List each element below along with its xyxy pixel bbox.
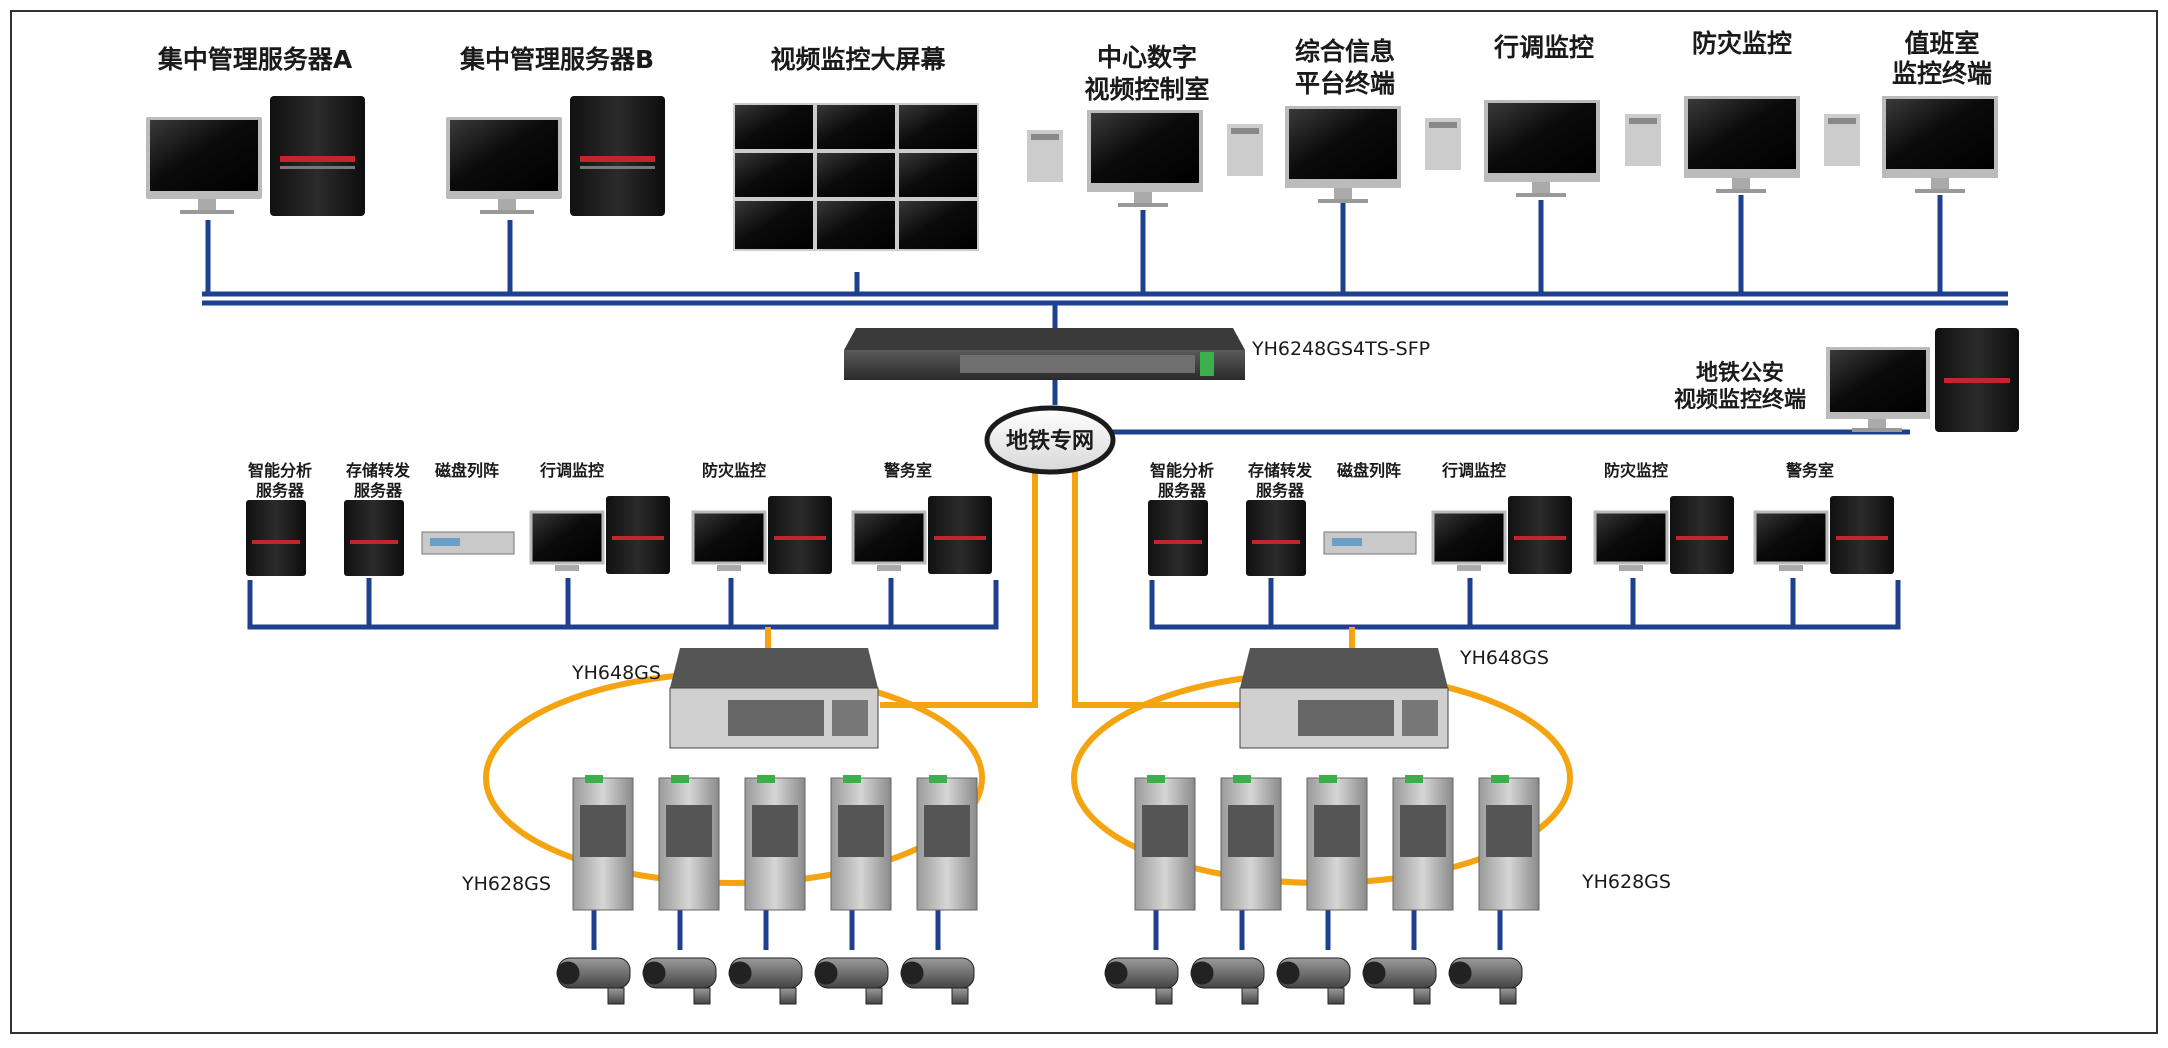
- svg-text:防灾监控: 防灾监控: [1604, 461, 1668, 480]
- station-bus-left: [247, 578, 999, 630]
- core-switch: [844, 328, 1245, 380]
- label-center-control-1: 中心数字: [1097, 43, 1197, 72]
- svg-text:智能分析: 智能分析: [248, 461, 312, 480]
- police-terminal-label: 地铁公安 视频监控终端: [1674, 360, 1806, 413]
- station-right-labels: 智能分析 服务器 存储转发 服务器 磁盘列阵 行调监控 防灾监控 警务室: [1150, 461, 1834, 500]
- access-switch-left-model: YH628GS: [461, 873, 551, 895]
- ring-switch-left: [669, 648, 879, 749]
- dispatch-monitor-terminal: [1425, 100, 1600, 197]
- label-server-a: 集中管理服务器A: [157, 45, 353, 74]
- svg-text:存储转发: 存储转发: [346, 461, 411, 480]
- svg-text:警务室: 警务室: [883, 461, 932, 480]
- trunk-bus: [202, 291, 2008, 306]
- ring-switch-left-model: YH648GS: [571, 662, 661, 684]
- svg-text:行调监控: 行调监控: [539, 461, 604, 480]
- center-control-terminal: [1027, 110, 1203, 207]
- cameras-right: [1104, 957, 1523, 1005]
- label-dispatch-monitor: 行调监控: [1493, 33, 1594, 62]
- svg-text:存储转发: 存储转发: [1248, 461, 1313, 480]
- access-switches-right: [1134, 775, 1540, 911]
- svg-text:服务器: 服务器: [354, 481, 403, 500]
- disaster-monitor-terminal: [1625, 96, 1800, 193]
- station-right-devices: [1148, 496, 1894, 576]
- ring-switch-right: [1239, 648, 1449, 749]
- label-video-wall: 视频监控大屏幕: [770, 45, 946, 74]
- svg-text:智能分析: 智能分析: [1150, 461, 1214, 480]
- top-terminal-labels: 集中管理服务器A 集中管理服务器B 视频监控大屏幕 中心数字 视频控制室 综合信…: [157, 29, 1992, 104]
- label-server-b: 集中管理服务器B: [459, 45, 654, 74]
- police-terminal: [1826, 328, 2019, 432]
- camera-drop-lines: [591, 910, 1503, 950]
- info-platform-terminal: [1227, 106, 1401, 203]
- ring-switch-right-model: YH648GS: [1459, 647, 1549, 669]
- access-switches-left: [572, 775, 978, 911]
- svg-text:服务器: 服务器: [1256, 481, 1305, 500]
- metro-network-hub: [984, 405, 1116, 475]
- label-info-platform-2: 平台终端: [1295, 69, 1395, 98]
- duty-room-terminal: [1824, 96, 1998, 193]
- svg-text:磁盘列阵: 磁盘列阵: [1337, 461, 1401, 480]
- cameras-left: [556, 957, 975, 1005]
- station-left-devices: [246, 496, 992, 576]
- svg-text:警务室: 警务室: [1785, 461, 1834, 480]
- diagram-frame: [10, 10, 2158, 1034]
- svg-text:行调监控: 行调监控: [1441, 461, 1506, 480]
- svg-text:视频监控终端: 视频监控终端: [1674, 387, 1806, 413]
- label-duty-room-2: 监控终端: [1892, 59, 1992, 88]
- svg-text:服务器: 服务器: [256, 481, 305, 500]
- svg-text:服务器: 服务器: [1158, 481, 1207, 500]
- station-bus-right: [1149, 578, 1901, 630]
- svg-text:地铁公安: 地铁公安: [1696, 360, 1784, 386]
- label-center-control-2: 视频控制室: [1084, 75, 1209, 104]
- core-switch-model: YH6248GS4TS-SFP: [1251, 338, 1430, 360]
- hub-label: 地铁专网: [1006, 428, 1094, 454]
- management-server-a: [146, 96, 365, 216]
- svg-text:防灾监控: 防灾监控: [702, 461, 766, 480]
- label-duty-room-1: 值班室: [1904, 29, 1979, 58]
- svg-text:磁盘列阵: 磁盘列阵: [435, 461, 499, 480]
- video-wall: [733, 103, 979, 251]
- access-switch-right-model: YH628GS: [1581, 871, 1671, 893]
- management-server-b: [446, 96, 665, 216]
- label-disaster-monitor: 防灾监控: [1692, 29, 1792, 58]
- label-info-platform-1: 综合信息: [1295, 37, 1395, 66]
- station-left-labels: 智能分析 服务器 存储转发 服务器 磁盘列阵 行调监控 防灾监控 警务室: [248, 461, 932, 500]
